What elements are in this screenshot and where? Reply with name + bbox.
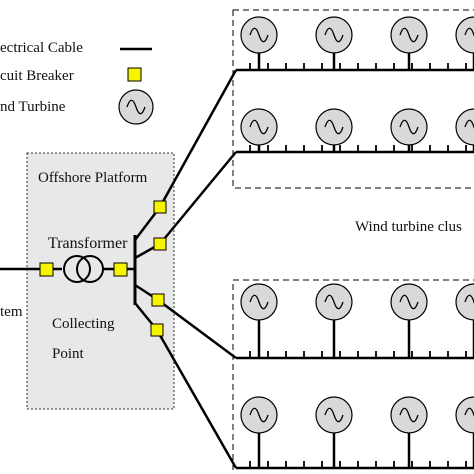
- wind-turbine-icon: [315, 396, 353, 468]
- turbine-row-1: [236, 16, 474, 72]
- ac-generator-icon: [324, 27, 344, 43]
- ac-generator-icon: [324, 407, 344, 423]
- legend-cable-label: ectrical Cable: [0, 40, 83, 56]
- turbine-row-4: [236, 396, 474, 470]
- feeder-3-breaker-icon: [151, 293, 165, 307]
- ac-generator-icon: [464, 294, 474, 304]
- wind-turbine-icon: [240, 108, 278, 152]
- wind-turbine-icon: [455, 108, 474, 152]
- wind-turbine-icon: [455, 16, 474, 70]
- ac-generator-icon: [249, 27, 269, 43]
- feeders: [134, 69, 238, 469]
- ac-generator-icon: [249, 407, 269, 423]
- feeder-1-breaker-icon: [153, 200, 167, 214]
- wind-turbine-icon: [390, 108, 428, 152]
- ac-generator-icon: [249, 119, 269, 135]
- ac-generator-icon: [399, 407, 419, 423]
- platform-title: Offshore Platform: [38, 170, 148, 186]
- wind-turbine-icon: [240, 16, 278, 70]
- wind-turbine-icon: [240, 283, 278, 358]
- ac-generator-icon: [324, 294, 344, 310]
- offshore-platform: Offshore Platform Transformer Collecting…: [0, 152, 175, 410]
- feeder-3: [157, 298, 237, 360]
- turbine-row-3: [236, 283, 474, 360]
- legend-breaker-label: cuit Breaker: [0, 68, 74, 84]
- transformer-breaker-icon: [113, 262, 128, 277]
- ac-generator-icon: [464, 27, 474, 37]
- left-edge-label: tem: [0, 304, 23, 320]
- wind-turbine-icon: [390, 16, 428, 70]
- wind-turbine-icon: [390, 396, 428, 468]
- cluster-box-bottom: [232, 279, 474, 474]
- feeder-1: [158, 69, 238, 208]
- ac-generator-icon: [324, 119, 344, 135]
- feeder-2: [159, 151, 237, 245]
- main-breaker-icon: [39, 262, 54, 277]
- wind-turbine-icon: [455, 283, 474, 358]
- cluster-box-top: [232, 9, 474, 189]
- legend: ectrical Cable cuit Breaker nd Turbine: [0, 40, 154, 125]
- turbine-row-2: [236, 108, 474, 154]
- legend-turbine-label: nd Turbine: [0, 99, 66, 115]
- ac-generator-icon: [464, 119, 474, 129]
- ac-generator-icon: [249, 294, 269, 310]
- feeder-4: [155, 329, 238, 469]
- platform-box: [26, 152, 175, 410]
- collecting-label-1: Collecting: [52, 316, 115, 332]
- legend-turbine-icon: [118, 89, 154, 125]
- turbine-rows: [236, 16, 474, 470]
- feeder-2-breaker-icon: [153, 237, 167, 251]
- ac-generator-icon: [399, 119, 419, 135]
- feeder-4-breaker-icon: [150, 323, 164, 337]
- wind-turbine-icon: [315, 283, 353, 358]
- transformer-label: Transformer: [48, 235, 128, 252]
- wind-turbine-icon: [455, 396, 474, 468]
- cluster-label: Wind turbine clus: [355, 219, 462, 235]
- wind-turbine-icon: [240, 396, 278, 468]
- ac-generator-icon: [399, 294, 419, 310]
- wind-turbine-icon: [390, 283, 428, 358]
- ac-generator-icon: [399, 27, 419, 43]
- wind-turbine-icon: [315, 16, 353, 70]
- ac-generator-icon: [464, 407, 474, 417]
- collecting-label-2: Point: [52, 346, 85, 362]
- wind-turbine-icon: [315, 108, 353, 152]
- legend-breaker-icon: [127, 67, 142, 82]
